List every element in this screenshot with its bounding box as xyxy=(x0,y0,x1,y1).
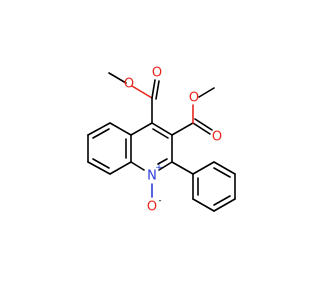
atom-o-oxide: O xyxy=(147,200,157,215)
bond-ph-1 xyxy=(192,161,215,175)
bond-c4-c3-inner xyxy=(152,128,169,139)
atom-o-right-carbonyl: O xyxy=(212,130,222,145)
atom-o-charge: - xyxy=(158,196,161,206)
bond-carbonyl-right-a xyxy=(192,122,211,135)
atom-n-charge: + xyxy=(155,163,163,173)
atom-labels: O O O O N + O - xyxy=(124,66,222,215)
atom-o-top-ester: O xyxy=(124,77,134,92)
bond-ph-2 xyxy=(213,161,236,175)
atom-o-right-ester: O xyxy=(189,91,199,106)
bond-ester-o-top xyxy=(131,85,153,99)
bond-c8-c8a xyxy=(109,161,132,175)
bond-carbonyl-top-a xyxy=(151,79,156,99)
bonds xyxy=(87,72,236,212)
bond-c5-c6 xyxy=(87,122,111,136)
bond-c3-ester xyxy=(171,122,194,136)
bond-c2-n-inner xyxy=(157,158,168,165)
atom-n-ring: N xyxy=(147,169,157,184)
bond-c2-phenyl xyxy=(171,161,194,175)
bond-methyl-top xyxy=(108,72,127,84)
bond-c7-c8 xyxy=(87,161,111,175)
molecule-structure: O O O O N + O - xyxy=(87,66,236,215)
bond-ph-4 xyxy=(213,198,236,212)
bond-carbonyl-top-b xyxy=(155,80,160,100)
bond-carbonyl-right-b xyxy=(194,118,213,131)
bond-c4a-c5 xyxy=(109,122,132,136)
bond-c2-n xyxy=(158,161,173,171)
bond-n-c8a xyxy=(130,161,145,171)
bond-methyl-right xyxy=(198,87,215,98)
bond-ph-2-inner xyxy=(213,167,231,178)
bond-c5-c6-inner xyxy=(92,128,110,139)
atom-o-top-carbonyl: O xyxy=(152,66,162,81)
bond-c4a-c4 xyxy=(130,122,153,136)
bond-ph-5 xyxy=(192,198,215,212)
bond-c7-c8-inner xyxy=(92,158,110,169)
bond-ph-4-inner xyxy=(213,195,231,206)
bond-c4-c3 xyxy=(151,122,173,136)
